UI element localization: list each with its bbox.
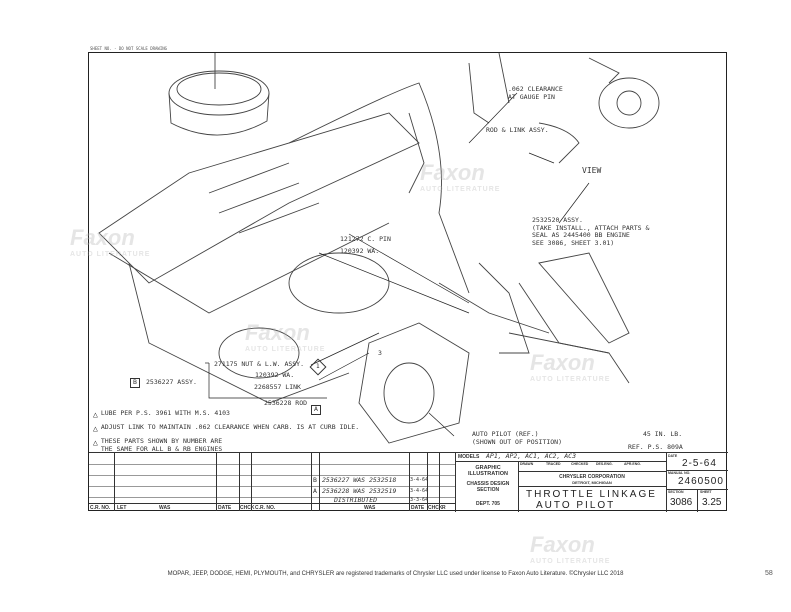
- revision-table: B 2536227 WAS 2532518 3-4-64 A 2536228 W…: [89, 452, 455, 511]
- washer-callout: 120392 WA.: [340, 247, 380, 255]
- leader-lines: [205, 92, 590, 437]
- auto-pilot-servo: [358, 322, 470, 444]
- clearance-callout: .062 CLEARANCE AT GAUGE PIN: [508, 85, 563, 101]
- dept-number: DEPT. 705: [476, 501, 500, 507]
- title-block: MODELS AP1, AP2, AC1, AC2, AC3 GRAPHIC I…: [455, 452, 728, 512]
- sheet-label: SHEET: [700, 490, 712, 494]
- link-callout: 2268557 LINK: [254, 383, 301, 391]
- note: △THESE PARTS SHOWN BY NUMBER ARE THE SAM…: [93, 437, 359, 453]
- note: △ADJUST LINK TO MAINTAIN .062 CLEARANCE …: [93, 423, 360, 433]
- rev-text: DISTRIBUTED: [334, 496, 378, 504]
- note-text: LUBE PER P.S. 3961 WITH M.S. 4103: [100, 409, 230, 417]
- col-header: R: [442, 505, 446, 511]
- torque-ref: REF. P.S. 809A: [628, 443, 683, 451]
- marker-3: 3: [378, 349, 382, 357]
- page-number: 58: [765, 570, 773, 577]
- washer-callout-2: 120392 WA.: [255, 371, 295, 379]
- view-label: VIEW: [582, 166, 602, 175]
- rev-letter: B: [313, 476, 317, 484]
- manual-label: MANUAL NO.: [668, 471, 691, 475]
- pedal-assembly: [478, 252, 630, 354]
- drawn-label: DRAWN: [520, 462, 534, 466]
- rev-letter: A: [313, 487, 317, 495]
- assy-b-callout: 2536227 ASSY.: [146, 378, 197, 386]
- auto-pilot-ref-callout: AUTO PILOT (REF.) (SHOWN OUT OF POSITION…: [472, 430, 563, 446]
- section-label: SECTION: [668, 490, 684, 494]
- date-label: DATE: [668, 454, 678, 458]
- triangle-marker: △: [93, 410, 98, 419]
- company-city: DETROIT, MICHIGAN: [572, 480, 612, 485]
- torque-callout: 45 IN. LB.: [643, 430, 683, 438]
- nut-lw-callout: 271175 NUT & L.W. ASSY.: [214, 360, 305, 368]
- apr-eng-label: APR.ENG.: [624, 462, 641, 466]
- date-value: 2-5-64: [682, 458, 717, 469]
- view-detail: [468, 53, 660, 164]
- carburetor-air-cleaner: [168, 53, 270, 136]
- col-header: C.R. NO.: [90, 505, 111, 511]
- sheet-number: 3.25: [702, 497, 722, 508]
- c-pin-callout: 121272 C. PIN: [340, 235, 391, 243]
- rod-link-callout: ROD & LINK ASSY.: [486, 126, 549, 134]
- checked-label: CHECKED: [571, 462, 589, 466]
- triangle-marker: △: [93, 438, 98, 447]
- col-header: DATE: [218, 505, 232, 511]
- rod-callout: 2536228 ROD: [264, 399, 308, 407]
- col-header: WAS: [364, 505, 376, 511]
- dept-title: GRAPHIC ILLUSTRATION: [468, 465, 508, 477]
- col-header: DATE: [411, 505, 425, 511]
- models-label: MODELS: [458, 454, 480, 460]
- col-header: CHCK: [428, 505, 443, 511]
- note-text: THESE PARTS SHOWN BY NUMBER ARE THE SAME…: [100, 437, 223, 453]
- drawing-sheet: [88, 52, 727, 511]
- triangle-marker: △: [93, 424, 98, 433]
- note: △LUBE PER P.S. 3961 WITH M.S. 4103: [93, 409, 359, 419]
- note-text: ADJUST LINK TO MAINTAIN .062 CLEARANCE W…: [100, 423, 360, 431]
- company-name: CHRYSLER CORPORATION: [559, 474, 625, 480]
- traced-label: TRACED: [546, 462, 561, 466]
- drawing-title: THROTTLE LINKAGE: [526, 489, 657, 500]
- engine-manifold: [98, 112, 420, 404]
- models-value: AP1, AP2, AC1, AC2, AC3: [486, 452, 577, 460]
- rev-marker-b: B: [130, 378, 140, 388]
- rev-text: 2536228 WAS 2532519: [322, 487, 397, 495]
- rev-date: 3-3-64: [410, 497, 429, 503]
- col-header: LET: [117, 505, 127, 511]
- section-number: 3086: [670, 497, 693, 508]
- drawing-subtitle: AUTO PILOT: [536, 500, 616, 511]
- col-header: WAS: [159, 505, 171, 511]
- trademark-footer: MOPAR, JEEP, DODGE, HEMI, PLYMOUTH, and …: [167, 571, 624, 577]
- rev-date: 3-4-64: [410, 477, 429, 483]
- rev-text: 2536227 WAS 2532518: [322, 476, 397, 484]
- linkage-rods: [288, 82, 630, 384]
- rev-marker-a: A: [311, 405, 321, 415]
- throttle-linkage-illustration: [98, 53, 660, 444]
- header-strip: SHEET NO. - DO NOT SCALE DRAWING: [90, 46, 168, 51]
- notes-list: △LUBE PER P.S. 3961 WITH M.S. 4103 △ADJU…: [93, 409, 360, 453]
- manual-number: 2460500: [678, 476, 724, 487]
- col-header: C.R. NO.: [255, 505, 276, 511]
- col-header: CHCK: [240, 505, 255, 511]
- des-eng-label: DES.ENG.: [596, 462, 613, 466]
- rev-date: 3-4-64: [410, 488, 429, 494]
- section-name: CHASSIS DESIGN SECTION: [466, 481, 510, 493]
- assy-2532520-callout: 2532520 ASSY. (TAKE INSTALL., ATTACH PAR…: [532, 216, 650, 247]
